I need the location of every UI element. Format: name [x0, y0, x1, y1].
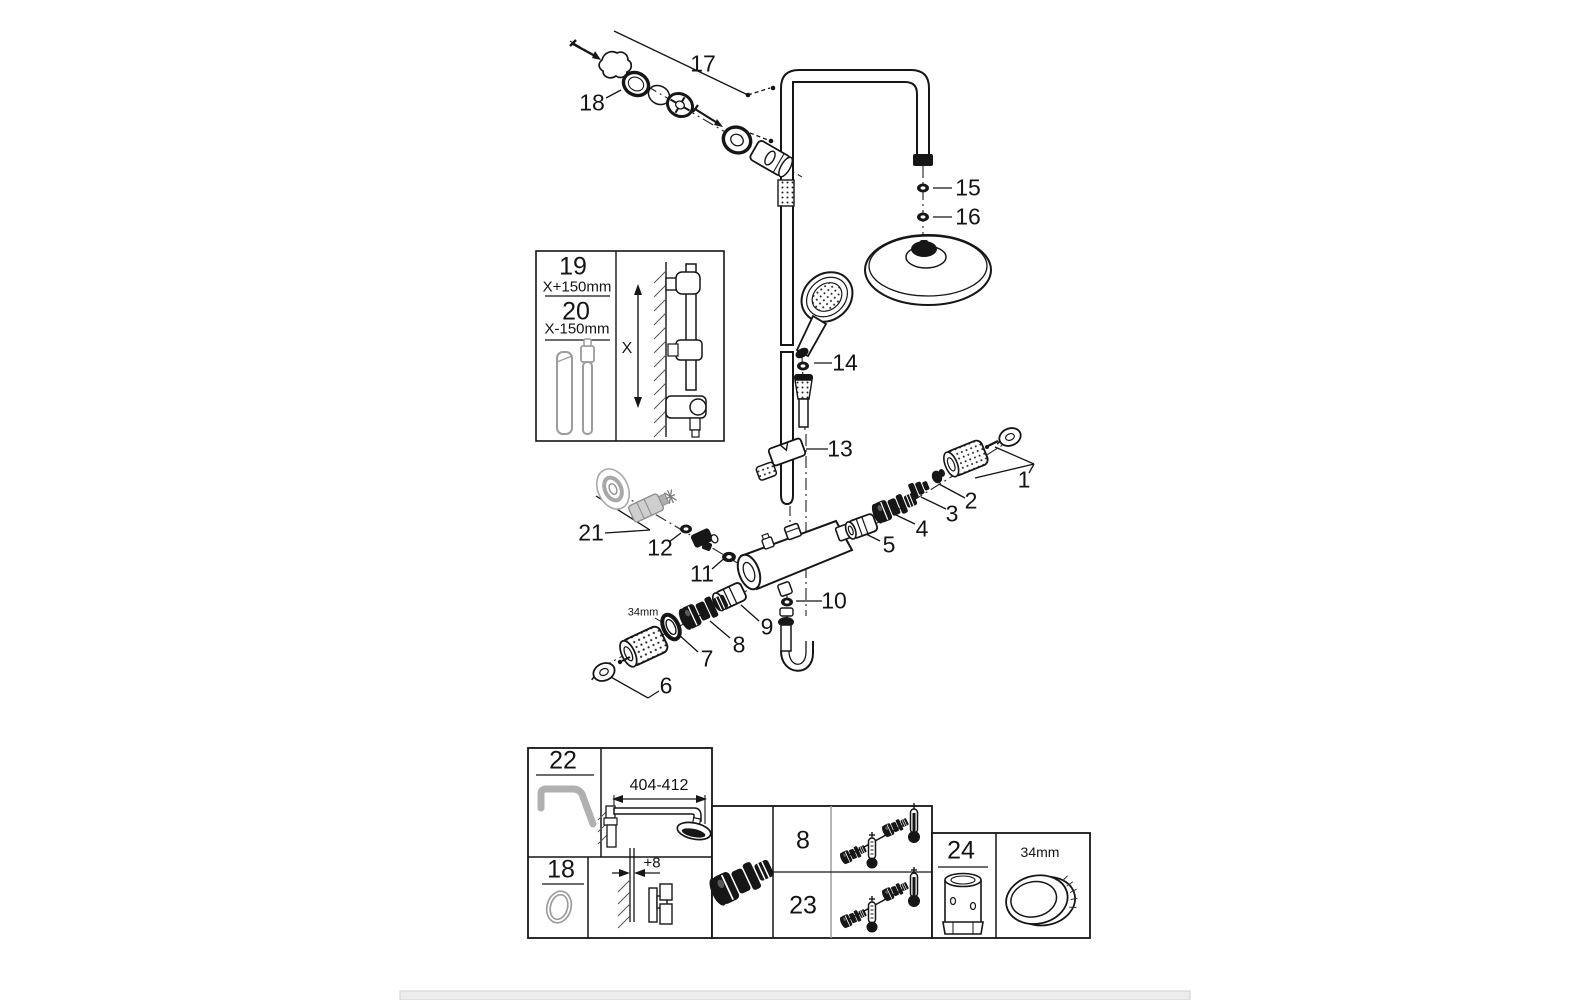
- thermostat-valve-body: [736, 519, 857, 597]
- inset-part-19-length: X+150mm: [542, 278, 612, 296]
- box18-number: 18: [547, 855, 575, 884]
- tool-cylinder-icon: [942, 872, 984, 935]
- hose-outlet-and-hose: [778, 607, 814, 672]
- box24-ring-dimension: 34mm: [1020, 844, 1060, 860]
- part-9-bushing: [709, 580, 749, 614]
- part-14-washer: [797, 361, 809, 371]
- callout-18: 18: [579, 89, 605, 116]
- inset-rail-length-box: [535, 250, 725, 442]
- wall-offset-drawing: [612, 848, 673, 929]
- shower-head-side-icon: [676, 816, 712, 841]
- part-18-ring: [621, 70, 651, 98]
- inset-part-20-length: X-150mm: [544, 320, 610, 338]
- arm-end-nut: [913, 154, 933, 166]
- callout-8: 8: [732, 631, 746, 658]
- part-12-oring: [680, 524, 692, 534]
- callout-17: 17: [690, 50, 716, 77]
- escutcheon-rosette-icon: [721, 125, 753, 155]
- hand-shower: [795, 271, 854, 359]
- callout-2: 2: [964, 487, 978, 514]
- riser-rail-and-shower-arm: [777, 69, 933, 506]
- rail-coupler: [777, 179, 795, 207]
- part-11-oring: [722, 551, 736, 563]
- valve-plug: [761, 532, 775, 550]
- part-15-oring: [917, 183, 929, 193]
- part-13-slider-holder: [755, 437, 807, 481]
- callout-13: 13: [827, 435, 853, 462]
- part-6-assembly: [586, 623, 671, 687]
- arm-dimension-drawing: [597, 795, 712, 848]
- box-checkvalve-kits: [705, 802, 921, 934]
- inset-x-dimension: X: [621, 340, 633, 357]
- part-7-ring-nut: [660, 612, 682, 642]
- mounting-screw-icon: [569, 39, 601, 60]
- callout-21: 21: [578, 519, 604, 546]
- boxcv-row-23: 23: [789, 891, 817, 920]
- dim-34mm-main: 34mm: [627, 606, 659, 619]
- valve-top-nut: [783, 522, 802, 541]
- rain-shower-head: [864, 183, 992, 306]
- box24-contents: [942, 872, 1078, 935]
- handwheel-icon: [665, 91, 695, 119]
- boxcv-row-8: 8: [796, 826, 810, 855]
- footer-bar: [399, 990, 1191, 1000]
- callout-6: 6: [659, 672, 673, 699]
- wall-mount-dimension-drawing: [634, 262, 707, 438]
- callout-1: 1: [1017, 466, 1031, 493]
- wall-nipple-icon: [749, 140, 794, 178]
- part-3-cone: [908, 481, 930, 499]
- callout-7: 7: [700, 645, 714, 672]
- valve-bottom-nut: [777, 581, 793, 597]
- hand-shower-hose-connector: [794, 374, 813, 428]
- part-2-nut: [931, 469, 945, 484]
- callout-9: 9: [760, 613, 774, 640]
- shower-arm-icon: [537, 785, 597, 828]
- callout-10: 10: [821, 587, 847, 614]
- callout-16: 16: [955, 203, 981, 230]
- callout-15: 15: [955, 174, 981, 201]
- wall-union-assembly: [569, 39, 794, 178]
- part-5-sleeve: [842, 512, 880, 542]
- callout-11: 11: [690, 560, 714, 587]
- box22-contents: [537, 785, 712, 848]
- part-16-oring: [917, 212, 929, 222]
- part-1-assembly: [939, 424, 1025, 480]
- box24-number: 24: [947, 836, 975, 865]
- seal-ring-icon: [545, 890, 573, 924]
- part-12-elbow: [690, 528, 719, 551]
- ring-nut-34mm-icon: [1005, 874, 1078, 927]
- callout-12: 12: [647, 534, 673, 561]
- callout-14: 14: [832, 349, 858, 376]
- inset-part-20: 20: [562, 297, 590, 326]
- callout-4: 4: [915, 515, 929, 542]
- inset-part-19: 19: [559, 252, 587, 281]
- box22-number: 22: [549, 746, 577, 775]
- box22-arm-dimension: 404-412: [629, 777, 689, 794]
- wall-bracket-icon: [598, 50, 633, 79]
- box18-wall-dimension: +8: [643, 854, 661, 872]
- long-screw-icon: [692, 104, 723, 127]
- rail-tube-icons: [556, 338, 595, 435]
- part-21-cartridge-assembly: [595, 468, 677, 523]
- callout-5: 5: [882, 531, 896, 558]
- callout-3: 3: [945, 500, 959, 527]
- part-10-connector: [781, 597, 793, 607]
- box18-contents: [545, 848, 673, 929]
